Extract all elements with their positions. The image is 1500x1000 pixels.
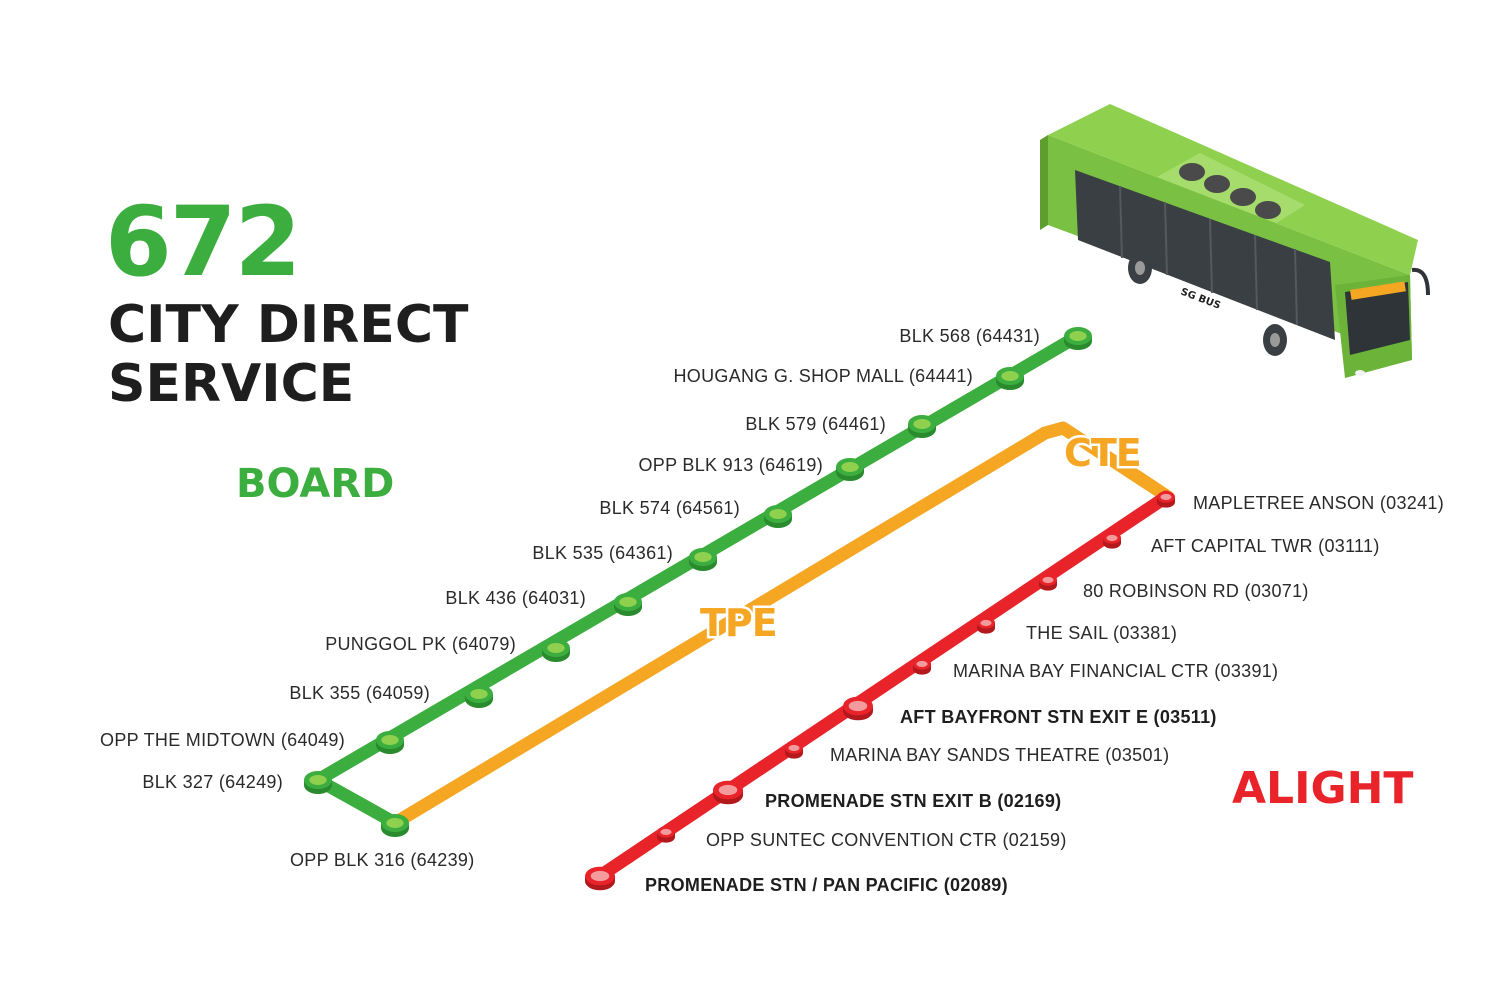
- service-title-line2: SERVICE: [108, 354, 354, 414]
- window-divider: [1164, 201, 1168, 276]
- bus-wheel-icon: [1135, 261, 1145, 275]
- alighting-route-line: [593, 490, 1173, 883]
- boarding-stop-marker-highlight: [1069, 331, 1087, 341]
- roof-fan-icon: [1230, 188, 1256, 206]
- alighting-stop-marker: [843, 696, 873, 721]
- boarding-stop-marker: [996, 367, 1024, 390]
- expressway-label-cte: CTE: [1064, 431, 1141, 475]
- boarding-stop-marker: [465, 685, 493, 708]
- alighting-stop-marker: [713, 780, 743, 805]
- alighting-stop-label: MAPLETREE ANSON (03241): [1193, 493, 1444, 513]
- alighting-stop-label: PROMENADE STN / PAN PACIFIC (02089): [645, 875, 1008, 895]
- bus-wheel-icon: [1270, 333, 1280, 347]
- alighting-stop-label: MARINA BAY SANDS THEATRE (03501): [830, 745, 1169, 765]
- alighting-stop-marker: [1103, 532, 1121, 549]
- bus-headlight-icon: [1355, 370, 1365, 376]
- alighting-stop-marker-highlight: [1042, 576, 1054, 584]
- alighting-stop-label: MARINA BAY FINANCIAL CTR (03391): [953, 661, 1278, 681]
- alighting-stop-label: THE SAIL (03381): [1026, 623, 1177, 643]
- alighting-stop-marker-highlight: [1106, 534, 1118, 542]
- bus-mirror-icon: [1411, 267, 1430, 296]
- boarding-stop-marker: [614, 593, 642, 616]
- boarding-stop-marker-highlight: [386, 818, 404, 828]
- alighting-stop-marker: [1039, 574, 1057, 591]
- window-divider: [1119, 185, 1123, 259]
- boarding-stop-label: BLK 436 (64031): [445, 588, 586, 608]
- alighting-stop-label: AFT CAPITAL TWR (03111): [1151, 536, 1380, 556]
- boarding-stop-label: BLK 355 (64059): [289, 683, 430, 703]
- alighting-stop-marker-highlight: [848, 700, 868, 712]
- stop-labels: BLK 568 (64431) HOUGANG G. SHOP MALL (644…: [100, 326, 1444, 895]
- roof-fan-icon: [1204, 175, 1230, 193]
- alighting-stop-marker-highlight: [718, 784, 738, 796]
- stop-markers: [304, 327, 1175, 891]
- alighting-stop-label: OPP SUNTEC CONVENTION CTR (02159): [706, 830, 1067, 850]
- alighting-stop-marker: [785, 742, 803, 759]
- boarding-stop-marker-highlight: [1001, 371, 1019, 381]
- window-divider: [1209, 218, 1213, 294]
- boarding-stop-marker: [542, 639, 570, 662]
- window-divider: [1294, 248, 1298, 326]
- boarding-stop-marker: [304, 771, 332, 794]
- boarding-stop-marker: [836, 458, 864, 481]
- alighting-stop-label: PROMENADE STN EXIT B (02169): [765, 791, 1061, 811]
- boarding-stop-label: PUNGGOL PK (64079): [325, 634, 516, 654]
- boarding-stop-label: OPP THE MIDTOWN (64049): [100, 730, 345, 750]
- roof-fans: [1179, 163, 1281, 219]
- boarding-stop-marker-highlight: [381, 735, 399, 745]
- service-number: 672: [105, 186, 299, 298]
- boarding-stop-label: BLK 327 (64249): [142, 772, 283, 792]
- expressway-label-tpe: TPE: [700, 601, 777, 645]
- alighting-stop-marker: [977, 617, 995, 634]
- boarding-stop-marker-highlight: [694, 552, 712, 562]
- service-title-line1: CITY DIRECT: [108, 295, 469, 355]
- alighting-stop-marker: [1157, 491, 1175, 508]
- roof-fan-icon: [1179, 163, 1205, 181]
- alighting-stop-marker: [657, 826, 675, 843]
- alighting-stop-marker-highlight: [788, 744, 800, 752]
- boarding-stop-marker: [1064, 327, 1092, 350]
- boarding-stop-marker: [376, 731, 404, 754]
- boarding-stop-marker: [381, 814, 409, 837]
- boarding-stop-marker-highlight: [619, 597, 637, 607]
- boarding-stop-label: BLK 579 (64461): [745, 414, 886, 434]
- alight-heading: ALIGHT: [1232, 763, 1413, 814]
- alighting-stop-marker-highlight: [916, 660, 928, 668]
- boarding-stop-label: HOUGANG G. SHOP MALL (64441): [674, 366, 974, 386]
- boarding-stop-marker: [908, 415, 936, 438]
- boarding-stop-marker-highlight: [769, 509, 787, 519]
- bus-side-windows: [1075, 170, 1335, 340]
- boarding-stop-marker-highlight: [309, 775, 327, 785]
- bus-destination-sign: [1350, 281, 1406, 300]
- alighting-stop-marker-highlight: [660, 828, 672, 836]
- roof-fan-icon: [1255, 201, 1281, 219]
- alighting-stop-label: 80 ROBINSON RD (03071): [1083, 581, 1309, 601]
- bus-windshield: [1345, 282, 1410, 355]
- boarding-stop-marker-highlight: [913, 419, 931, 429]
- board-heading: BOARD: [236, 461, 394, 507]
- bus-rear-panel: [1040, 135, 1048, 230]
- boarding-stop-label: BLK 574 (64561): [599, 498, 740, 518]
- alighting-stop-label: AFT BAYFRONT STN EXIT E (03511): [900, 707, 1217, 727]
- alighting-stop-marker: [585, 866, 615, 891]
- expressway-route-line: [388, 421, 1175, 830]
- boarding-stop-label: OPP BLK 316 (64239): [290, 850, 475, 870]
- boarding-stop-label: BLK 568 (64431): [899, 326, 1040, 346]
- boarding-stop-marker-highlight: [470, 689, 488, 699]
- boarding-stop-marker: [689, 548, 717, 571]
- alighting-stop-marker-highlight: [1160, 493, 1172, 501]
- alighting-stop-marker: [913, 658, 931, 675]
- alighting-stop-marker-highlight: [980, 619, 992, 627]
- boarding-stop-marker-highlight: [841, 462, 859, 472]
- bus-illustration: SG BUS: [1040, 104, 1430, 378]
- window-divider: [1254, 234, 1258, 311]
- boarding-stop-label: BLK 535 (64361): [532, 543, 673, 563]
- boarding-stop-marker: [764, 505, 792, 528]
- alighting-stop-marker-highlight: [590, 870, 610, 882]
- boarding-stop-label: OPP BLK 913 (64619): [639, 455, 824, 475]
- boarding-stop-marker-highlight: [547, 643, 565, 653]
